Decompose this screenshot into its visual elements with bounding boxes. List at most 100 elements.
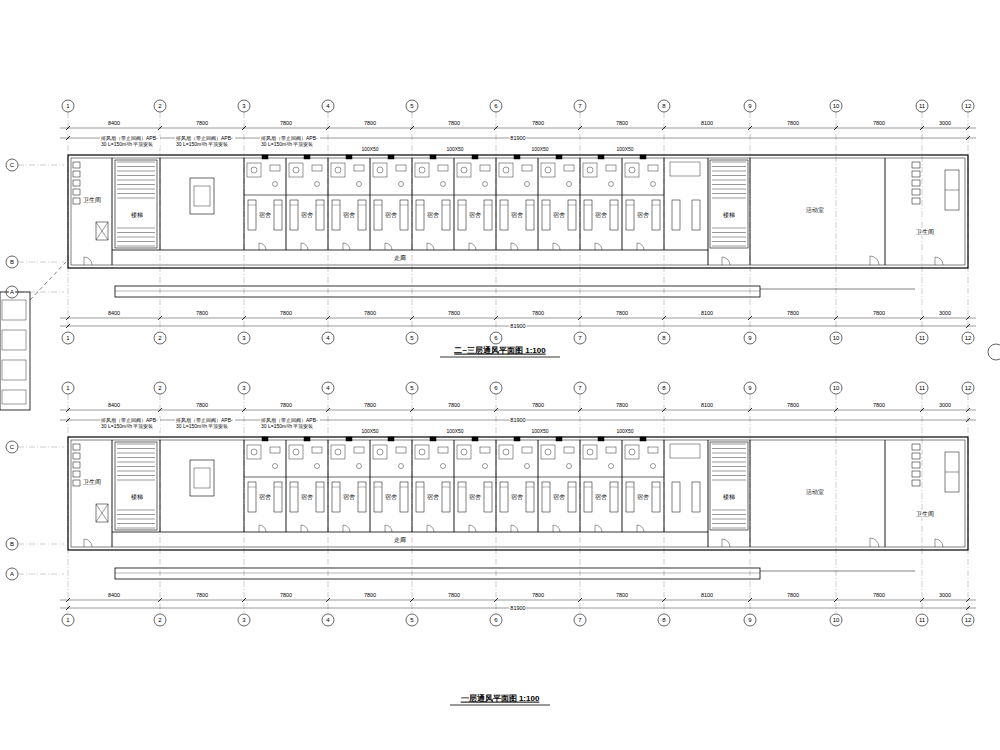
door-swing	[301, 243, 308, 250]
toilet-fixture	[335, 449, 341, 455]
stair-tread	[117, 514, 155, 515]
bed	[416, 205, 424, 206]
stair-tread	[117, 166, 155, 167]
drawing-title: 二~三层通风平面图 1:100	[453, 347, 546, 356]
toilet-fixture	[629, 449, 635, 455]
wall-line	[580, 477, 622, 478]
toilet-fixture	[912, 198, 920, 204]
floor-drain	[273, 464, 278, 469]
bed	[400, 482, 408, 512]
stair-tread	[117, 180, 155, 181]
stair-tread	[712, 462, 746, 463]
room-name: 楼梯	[130, 494, 144, 501]
dimension-tick	[662, 316, 666, 320]
stair-tread	[712, 193, 746, 194]
toilet-fixture	[461, 449, 467, 455]
dimension: 3000	[938, 592, 952, 598]
bed	[484, 482, 492, 512]
dimension-tick	[242, 408, 246, 412]
toilet-fixture	[629, 167, 635, 173]
toilet-fixture	[419, 449, 425, 455]
bed	[542, 487, 550, 488]
axis-line	[496, 112, 497, 332]
axis-number: 7	[577, 385, 582, 392]
dimension-tick	[966, 324, 970, 328]
exhaust-fan	[388, 437, 394, 441]
dimension-tick	[158, 316, 162, 320]
wall-line	[664, 440, 665, 532]
stair-tread	[117, 175, 155, 176]
dimension: 7800	[615, 310, 629, 316]
axis-line	[580, 112, 581, 332]
bed	[568, 482, 576, 512]
bed	[358, 482, 366, 512]
stair-tread	[117, 457, 155, 458]
axis-number: 9	[747, 385, 752, 392]
duct-size: 100X50	[360, 147, 379, 153]
axis-number: 5	[409, 385, 414, 392]
shaft-box	[96, 504, 108, 522]
bed	[652, 205, 660, 206]
dimension-tick	[158, 598, 162, 602]
stair-tread	[117, 453, 155, 454]
axis-bubble	[6, 441, 18, 453]
room-name: 宿舍	[468, 494, 482, 501]
wall-line	[496, 158, 497, 250]
dimension: 81900	[509, 417, 526, 423]
axis-bubble	[962, 382, 974, 394]
axis-bubble	[6, 538, 18, 550]
dimension-tick	[66, 606, 70, 610]
toilet-fixture	[293, 167, 299, 173]
sink-fixture	[438, 447, 448, 453]
dimension-tick	[578, 316, 582, 320]
wall-line	[580, 195, 622, 196]
dimension: 7800	[363, 310, 377, 316]
stair-tread	[117, 162, 155, 163]
door-swing	[385, 525, 392, 532]
stair-tread	[712, 237, 746, 238]
dimension: 7800	[279, 120, 293, 126]
bed	[672, 200, 680, 230]
axis-number: 8	[661, 103, 666, 110]
stair	[710, 160, 748, 248]
bed	[416, 482, 424, 512]
dimension: 81900	[509, 135, 526, 141]
room-name: 宿舍	[300, 212, 314, 219]
adjacent-building	[2, 300, 26, 320]
canopy-line	[760, 571, 915, 572]
room-name: 宿舍	[510, 494, 524, 501]
axis-bubble	[322, 614, 334, 626]
dimension-tick	[242, 598, 246, 602]
exhaust-fan	[556, 437, 562, 441]
axis-bubble	[62, 382, 74, 394]
toilet-partition	[945, 452, 959, 492]
toilet-fixture	[293, 449, 299, 455]
bed	[248, 200, 256, 230]
toilet-fixture	[251, 449, 257, 455]
room-name: 卫生间	[915, 511, 935, 518]
bed	[290, 200, 298, 230]
bed	[568, 205, 576, 206]
sink-fixture	[648, 165, 658, 171]
wall-line	[496, 440, 497, 532]
wall-line	[885, 158, 886, 265]
dimension-tick	[834, 408, 838, 412]
wall-line	[496, 195, 538, 196]
axis-number: 2	[157, 103, 162, 110]
door-swing	[637, 243, 644, 250]
dimension: 7800	[615, 402, 629, 408]
stair-tread	[712, 198, 746, 199]
room-name: 宿舍	[636, 212, 650, 219]
dimension-tick	[966, 418, 970, 422]
wall-line	[286, 440, 287, 532]
dimension-tick	[66, 408, 70, 412]
bed	[484, 200, 492, 230]
dimension: 7800	[195, 402, 209, 408]
bed	[610, 205, 618, 206]
dimension-tick	[326, 316, 330, 320]
dimension: 7800	[531, 402, 545, 408]
wall-line	[580, 440, 581, 532]
wall-line	[664, 158, 665, 250]
adjacent-building	[2, 330, 26, 350]
